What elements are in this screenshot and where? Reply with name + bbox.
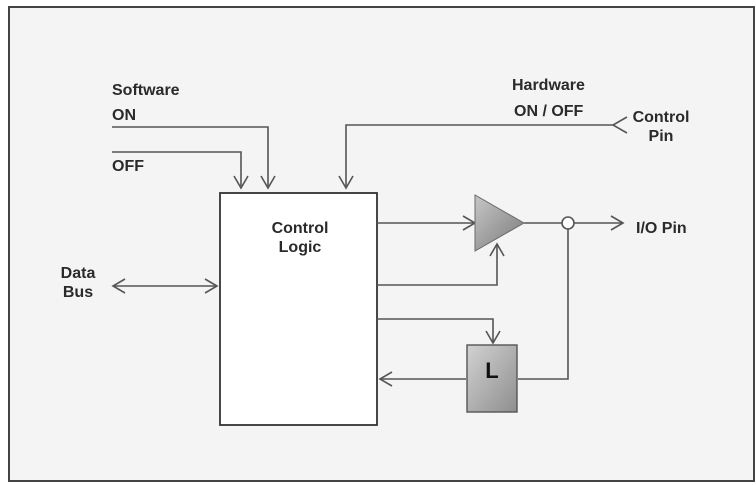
- control-logic-label: Control Logic: [262, 219, 338, 257]
- buffer-enable-arrowhead: [489, 242, 505, 257]
- control-pin-label: Control Pin: [626, 108, 696, 146]
- logic-to-latch-line: [377, 318, 494, 342]
- software-on-line: [112, 126, 269, 186]
- data-bus-right-arrowhead: [204, 278, 219, 294]
- control-logic-line2: Logic: [278, 239, 322, 256]
- hardware-arrowhead: [338, 175, 354, 190]
- latch-block: [466, 344, 518, 413]
- io-pin-arrowhead: [610, 215, 625, 231]
- data-bus-left-arrowhead: [111, 278, 126, 294]
- data-bus-label: Data Bus: [50, 264, 106, 302]
- software-on-arrowhead: [260, 175, 276, 190]
- tristate-buffer: [474, 194, 526, 252]
- latch-input-arrowhead: [485, 330, 501, 345]
- software-off-line: [112, 151, 242, 186]
- latch-label: L: [485, 358, 498, 383]
- control-logic-block: [219, 192, 378, 426]
- latch-output-arrowhead: [378, 371, 393, 387]
- hardware-label: Hardware: [512, 77, 585, 94]
- output-junction: [561, 216, 575, 230]
- data-bus-line1: Data: [60, 265, 96, 282]
- control-pin-chevron: [611, 116, 628, 134]
- software-label: Software: [112, 82, 180, 99]
- feedback-line: [518, 229, 569, 380]
- buffer-enable-line: [377, 245, 498, 286]
- io-pin-label: I/O Pin: [636, 220, 687, 237]
- control-pin-line1: Control: [632, 109, 690, 126]
- hardware-on-off-line: [345, 124, 613, 186]
- panel-frame: [8, 6, 755, 482]
- hardware-on-off-label: ON / OFF: [514, 103, 584, 120]
- control-logic-line1: Control: [271, 220, 329, 237]
- software-off-label: OFF: [112, 158, 144, 175]
- data-bus-line2: Bus: [62, 284, 94, 301]
- software-on-label: ON: [112, 107, 136, 124]
- control-pin-line2: Pin: [648, 128, 674, 145]
- software-off-arrowhead: [233, 175, 249, 190]
